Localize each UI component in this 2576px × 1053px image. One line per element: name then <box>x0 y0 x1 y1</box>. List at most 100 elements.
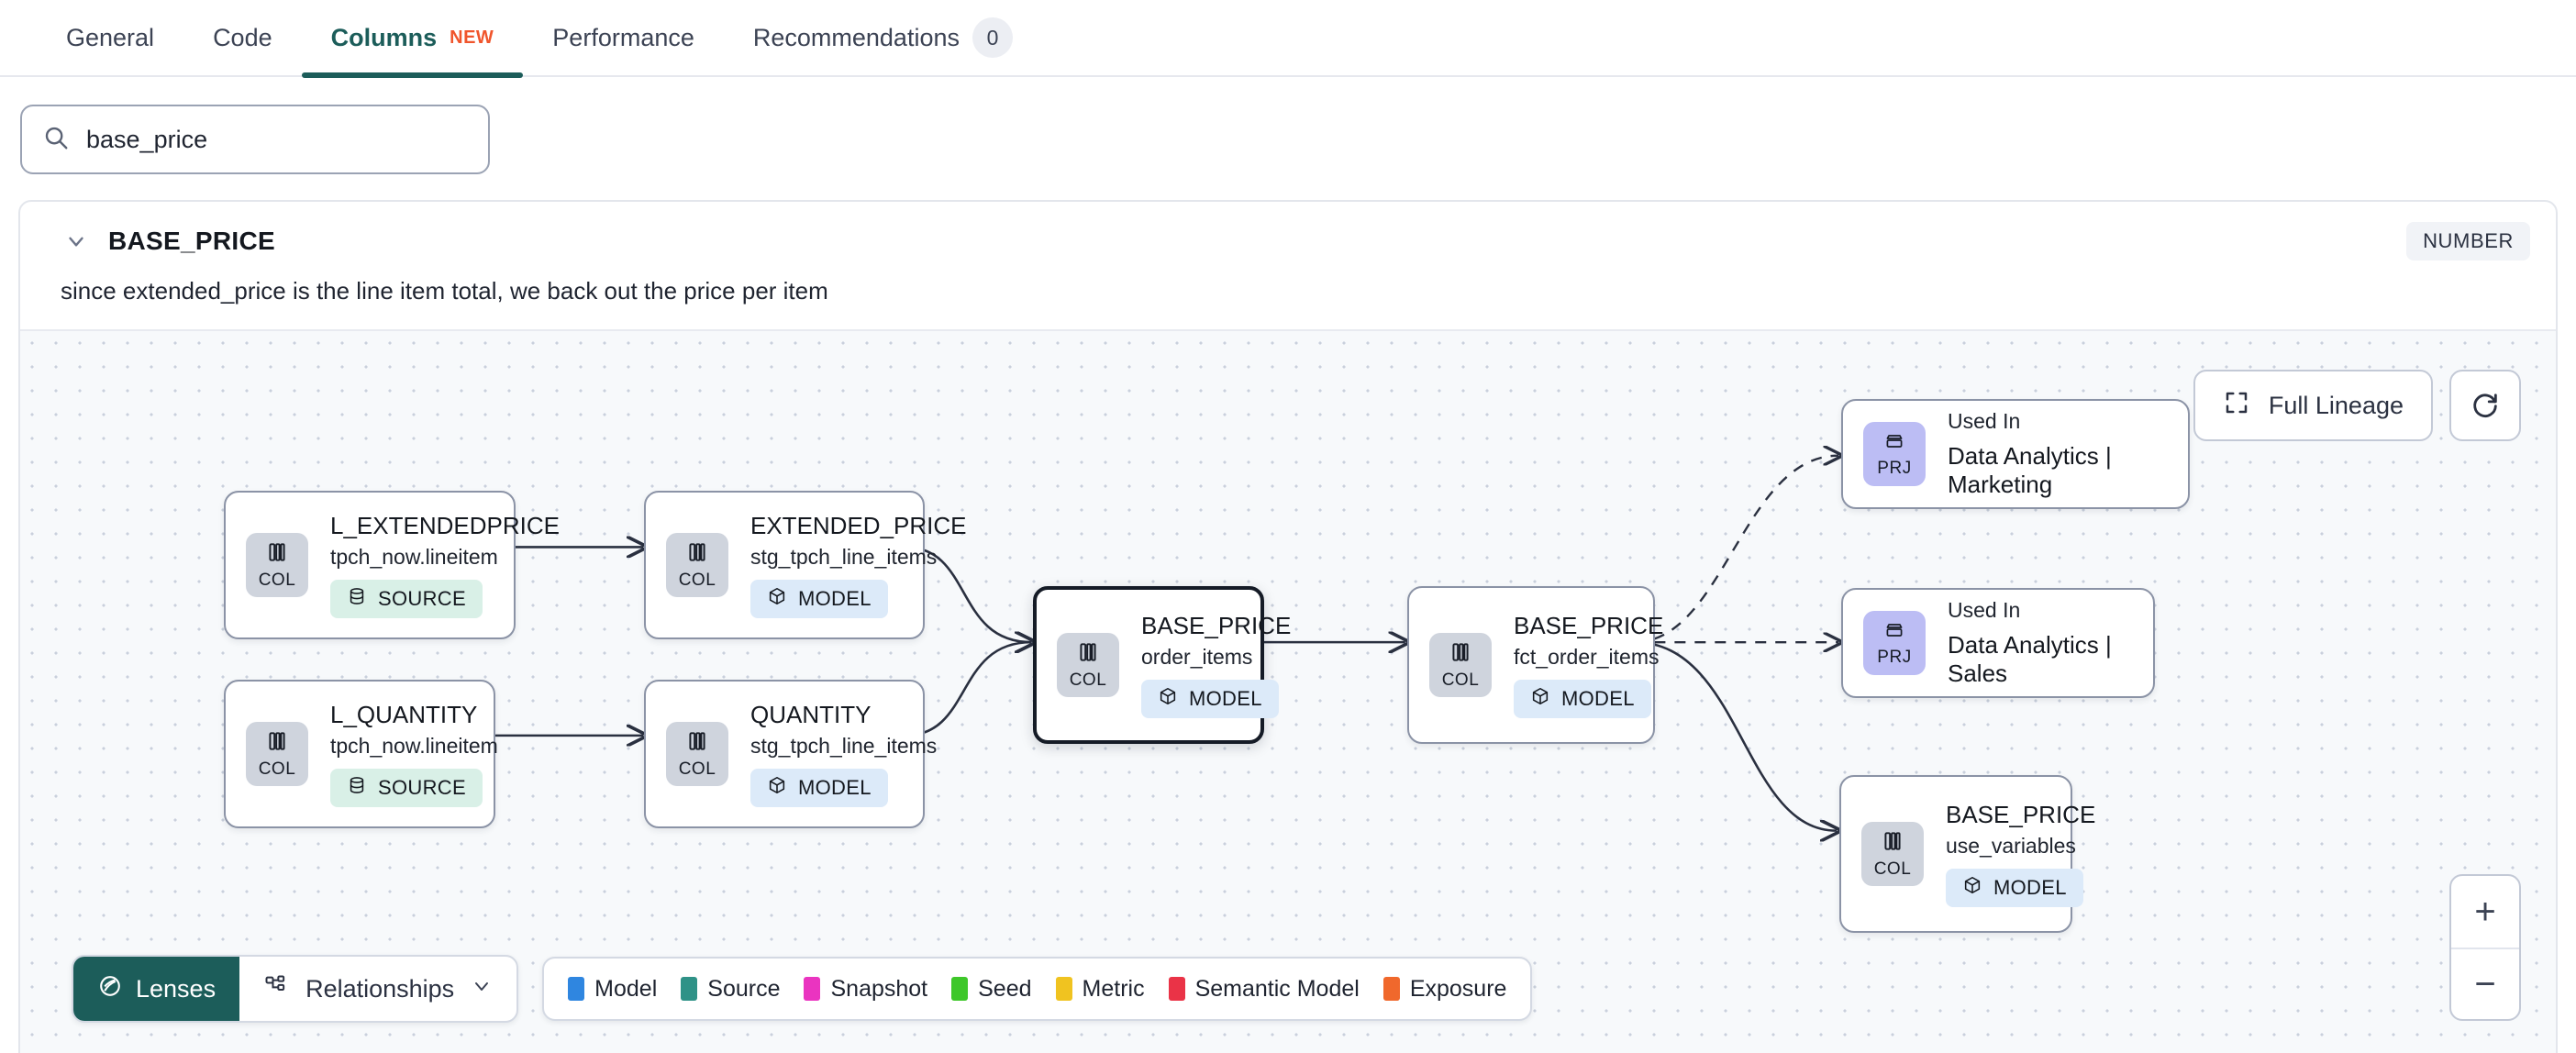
refresh-icon <box>2470 388 2501 424</box>
page-title: BASE_PRICE <box>108 227 275 255</box>
relationships-dropdown[interactable]: Relationships <box>239 957 516 1021</box>
lenses-relationships-group: Lenses Relationships <box>72 955 519 1023</box>
legend-swatch <box>1168 977 1185 1001</box>
tab-recommendations[interactable]: Recommendations 0 <box>724 0 1042 76</box>
search-box[interactable] <box>20 105 490 174</box>
node-tag-label: MODEL <box>1561 687 1635 710</box>
search-icon <box>42 124 70 156</box>
cube-icon <box>1530 686 1550 712</box>
node-tag-source: SOURCE <box>330 580 483 618</box>
lineage-node-l-extendedprice[interactable]: COL L_EXTENDEDPRICE tpch_now.lineitem SO… <box>224 491 560 639</box>
col-badge: COL <box>666 722 728 786</box>
node-body: EXTENDED_PRICE stg_tpch_line_items MODEL <box>750 512 967 618</box>
node-tag-source: SOURCE <box>330 769 483 807</box>
legend-item-semantic-model: Semantic Model <box>1168 975 1360 1003</box>
tab-code[interactable]: Code <box>183 0 302 76</box>
legend-item-metric: Metric <box>1055 975 1145 1003</box>
lineage-node-base-price-fct-order-items[interactable]: COL BASE_PRICE fct_order_items MODEL <box>1407 586 1663 744</box>
node-subtitle: tpch_now.lineitem <box>330 734 498 758</box>
node-tag-model: MODEL <box>1514 680 1651 718</box>
node-name: BASE_PRICE <box>1141 612 1292 639</box>
tab-general[interactable]: General <box>37 0 183 76</box>
full-lineage-button[interactable]: Full Lineage <box>2193 370 2433 441</box>
node-subtitle: stg_tpch_line_items <box>750 734 938 758</box>
node-used-in-label: Used In <box>1948 598 2021 622</box>
node-subtitle: fct_order_items <box>1514 645 1660 669</box>
lineage-node-base-price-order-items[interactable]: COL BASE_PRICE order_items MODEL <box>1033 586 1291 744</box>
node-tag-model: MODEL <box>1946 869 2083 907</box>
legend-label: Metric <box>1082 975 1145 1002</box>
relationships-label: Relationships <box>305 974 455 1003</box>
col-badge: COL <box>1057 633 1119 697</box>
database-icon <box>347 775 367 801</box>
lineage-node-project-sales[interactable]: PRJ Used In Data Analytics | Sales <box>1841 588 2155 698</box>
node-tag-label: SOURCE <box>378 587 466 610</box>
zoom-out-button[interactable]: − <box>2451 948 2519 1019</box>
col-badge: COL <box>246 533 308 597</box>
node-tag-label: MODEL <box>798 587 872 610</box>
col-badge-label: COL <box>1441 670 1480 690</box>
zoom-controls: + − <box>2449 874 2521 1021</box>
col-badge: COL <box>246 722 308 786</box>
full-lineage-label: Full Lineage <box>2268 391 2404 419</box>
legend-swatch <box>1382 977 1400 1001</box>
column-icon <box>1076 640 1100 669</box>
search-input[interactable] <box>86 125 468 154</box>
tab-new-badge: NEW <box>450 27 494 48</box>
col-badge-label: COL <box>678 759 716 779</box>
tab-label: Code <box>213 23 272 51</box>
lineage-node-extended-price[interactable]: COL EXTENDED_PRICE stg_tpch_line_items M… <box>644 491 967 639</box>
lineage-canvas[interactable]: COL L_EXTENDEDPRICE tpch_now.lineitem SO… <box>20 329 2556 1053</box>
column-icon <box>685 540 709 569</box>
lineage-node-l-quantity[interactable]: COL L_QUANTITY tpch_now.lineitem SOURCE <box>224 680 498 828</box>
legend-item-source: Source <box>681 976 780 1003</box>
legend-item-seed: Seed <box>951 975 1032 1003</box>
col-badge-label: COL <box>1069 670 1107 690</box>
recommendations-count-badge: 0 <box>972 17 1013 58</box>
project-icon <box>1883 619 1905 646</box>
legend-swatch <box>804 977 821 1001</box>
lineage-legend: Model Source Snapshot Seed Metric <box>542 957 1533 1021</box>
legend-item-exposure: Exposure <box>1382 975 1507 1003</box>
node-tag-label: SOURCE <box>378 776 466 799</box>
legend-label: Semantic Model <box>1194 975 1360 1002</box>
zoom-in-button[interactable]: + <box>2474 892 2496 932</box>
lineage-node-quantity[interactable]: COL QUANTITY stg_tpch_line_items MODEL <box>644 680 937 828</box>
cube-icon <box>1158 686 1178 712</box>
column-icon <box>685 729 709 758</box>
prj-badge-label: PRJ <box>1877 647 1912 667</box>
column-type-badge: NUMBER <box>2406 222 2530 260</box>
lineage-node-project-marketing[interactable]: PRJ Used In Data Analytics | Marketing <box>1841 399 2190 509</box>
node-name: BASE_PRICE <box>1514 612 1664 639</box>
tab-performance[interactable]: Performance <box>523 0 724 76</box>
chevron-down-icon <box>471 975 493 1003</box>
tab-bar: General Code Columns NEW Performance Rec… <box>0 0 2576 78</box>
node-tag-label: MODEL <box>1189 687 1262 710</box>
legend-label: Exposure <box>1409 975 1507 1002</box>
tab-label: General <box>66 23 155 51</box>
legend-swatch <box>568 977 585 1001</box>
legend-item-model: Model <box>568 976 657 1003</box>
relationships-icon <box>263 973 289 1005</box>
column-header-row[interactable]: BASE_PRICE NUMBER <box>20 202 2556 270</box>
legend-swatch <box>681 977 698 1001</box>
lenses-button[interactable]: Lenses <box>73 957 240 1021</box>
legend-swatch <box>951 977 969 1001</box>
refresh-button[interactable] <box>2449 370 2521 441</box>
lineage-top-controls: Full Lineage <box>2193 370 2521 441</box>
node-name: BASE_PRICE <box>1946 801 2096 828</box>
col-badge-label: COL <box>678 570 716 590</box>
node-name: EXTENDED_PRICE <box>750 512 967 539</box>
legend-label: Seed <box>978 975 1032 1002</box>
project-icon <box>1883 430 1905 457</box>
prj-badge-label: PRJ <box>1877 458 1912 478</box>
legend-label: Snapshot <box>830 975 928 1002</box>
node-tag-label: MODEL <box>798 776 872 799</box>
lineage-node-base-price-use-variables[interactable]: COL BASE_PRICE use_variables MODEL <box>1839 775 2095 933</box>
chevron-down-icon[interactable] <box>64 229 88 253</box>
node-tag-label: MODEL <box>1993 876 2067 899</box>
tab-columns[interactable]: Columns NEW <box>301 0 524 78</box>
column-icon <box>265 540 289 569</box>
node-body: BASE_PRICE use_variables MODEL <box>1946 801 2095 907</box>
tab-label: Recommendations <box>752 23 960 51</box>
